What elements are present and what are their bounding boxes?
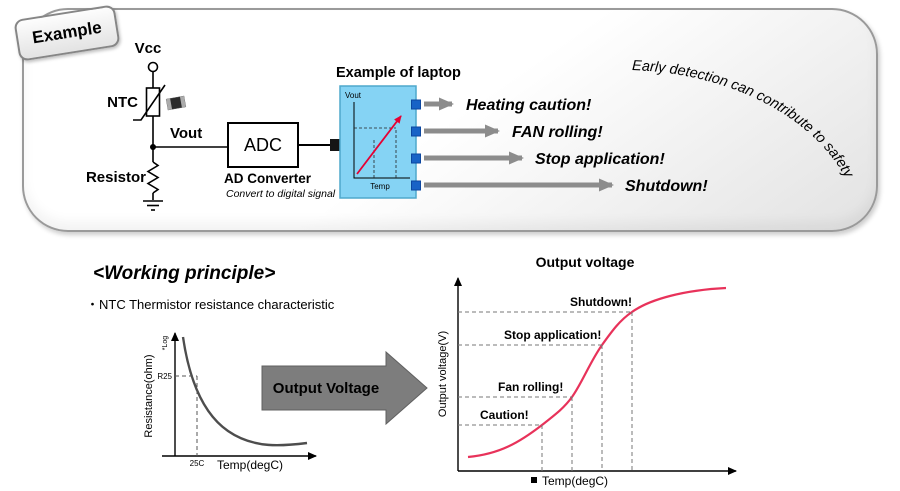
- ov-threshold-shutdown: Shutdown!: [570, 295, 632, 309]
- chip-icon: [165, 95, 187, 111]
- ntc-label: NTC: [107, 94, 138, 111]
- mini-graph-axes: [353, 102, 410, 179]
- ntc-circuit: Vcc NTC Vout Resistor: [86, 40, 340, 211]
- ov-threshold-fan-rolling: Fan rolling!: [498, 380, 563, 394]
- laptop-title: Example of laptop: [336, 65, 461, 81]
- working-principle-heading: <Working principle>: [93, 263, 275, 284]
- resistor-symbol: [146, 161, 160, 194]
- output-voltage-chart: Output voltage Output voltage(V) Caution…: [437, 254, 737, 488]
- adc-box: [227, 122, 299, 168]
- mini-graph-xlabel: Temp: [370, 182, 390, 191]
- thermistor-diagonal: [133, 84, 166, 121]
- safety-tagline: Early detection can contribute to safety: [632, 58, 857, 181]
- mini-graph-guides: [354, 127, 397, 178]
- ov-ylabel: Output voltage(V): [437, 331, 449, 417]
- vout-label: Vout: [170, 125, 202, 142]
- circuit-wiring: [152, 71, 228, 200]
- adc-label: ADC: [244, 135, 282, 155]
- flow-arrow-shape: [261, 350, 428, 426]
- working-principle-bullet: ・NTC Thermistor resistance characteristi…: [86, 297, 335, 312]
- ov-sigmoid-curve: [467, 286, 727, 459]
- ground-icon: [143, 200, 163, 211]
- ov-threshold-stop-application: Stop application!: [504, 328, 601, 342]
- resistance-curve: [181, 336, 308, 447]
- adc-note: Convert to digital signal: [226, 188, 336, 200]
- vcc-label: Vcc: [135, 40, 162, 57]
- alert-fan-rolling: FAN rolling!: [512, 124, 603, 141]
- example-badge-label: Example: [30, 17, 103, 48]
- mini-graph-curve: [356, 115, 402, 175]
- alert-heating-caution: Heating caution!: [466, 97, 592, 114]
- alert-arrows: [424, 97, 614, 192]
- ov-threshold-guides: [458, 311, 633, 471]
- resistance-chart: Resistance(ohm) *Log R25 25C Temp(degC): [143, 332, 317, 472]
- laptop-screen: [339, 85, 417, 199]
- ov-title: Output voltage: [536, 254, 635, 270]
- example-panel: [22, 8, 878, 232]
- resistance-xlabel: Temp(degC): [217, 458, 283, 472]
- resistor-label: Resistor: [86, 169, 146, 186]
- resistance-scale-note: *Log: [162, 336, 169, 351]
- ov-xlabel: Temp(degC): [542, 474, 608, 488]
- vout-node: [150, 144, 156, 150]
- mini-graph-ylabel: Vout: [345, 91, 362, 100]
- resistance-ylabel: Resistance(ohm): [143, 354, 155, 437]
- adc-name: AD Converter: [224, 171, 312, 186]
- flow-arrow-label: Output Voltage: [273, 380, 379, 397]
- connector-plug-icon: [330, 139, 340, 151]
- laptop-module: Example of laptop Vout Temp: [336, 65, 461, 199]
- resistance-y-tick: R25: [157, 372, 172, 381]
- ov-xlabel-marker-square: [531, 477, 537, 483]
- output-voltage-flow-arrow: Output Voltage: [261, 350, 428, 426]
- vcc-terminal-icon: [147, 61, 159, 73]
- alert-shutdown: Shutdown!: [625, 178, 708, 195]
- ov-threshold-caution: Caution!: [480, 408, 529, 422]
- resistance-x-tick: 25C: [190, 459, 205, 468]
- resistance-guides: [175, 375, 198, 456]
- alert-stop-application: Stop application!: [535, 151, 665, 168]
- laptop-ports: [411, 99, 421, 191]
